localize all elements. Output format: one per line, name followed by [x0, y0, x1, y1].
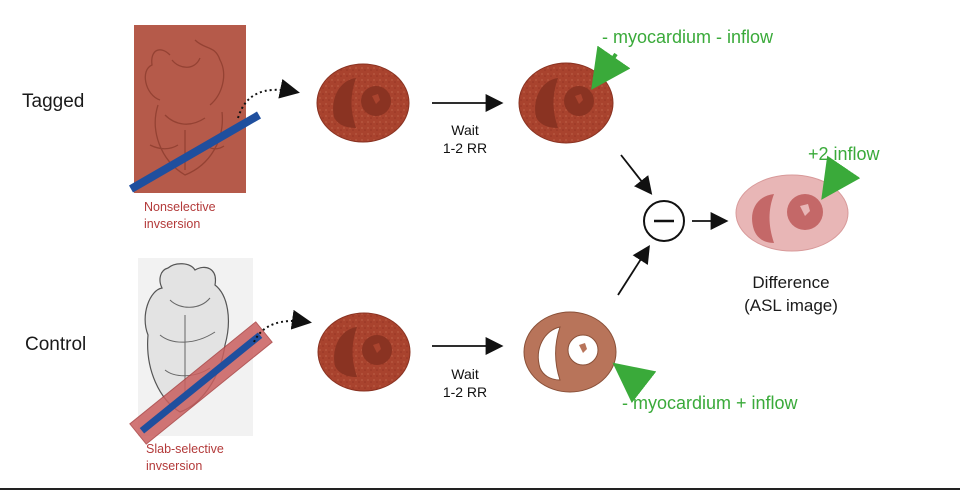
wait-bottom-line1: Wait: [451, 366, 479, 382]
dotted-arrow-control: [253, 309, 312, 343]
bottom-divider: [0, 488, 960, 501]
control-slice-2: [523, 311, 617, 393]
control-heart-image: [129, 258, 273, 445]
control-signal-annotation: - myocardium + inflow: [622, 393, 798, 413]
wait-top-line2: 1-2 RR: [442, 140, 488, 156]
tagged-heart-image: [128, 25, 262, 193]
asl-image-label: (ASL image): [744, 296, 838, 315]
nonselective-label-line1: Nonselective: [144, 200, 216, 214]
control-slice-1: [317, 312, 411, 392]
arrow-control-to-minus: [617, 244, 650, 296]
wait-top-line1: Wait: [451, 122, 479, 138]
arrow-tagged-to-minus: [620, 154, 653, 195]
dotted-arrow-tagged: [237, 78, 300, 119]
control-label: Control: [25, 334, 87, 355]
green-arrow-control: [612, 362, 657, 403]
tagged-label: Tagged: [22, 91, 85, 112]
green-arrow-tagged: [591, 45, 631, 90]
slab-selective-label-line2: invsersion: [146, 459, 203, 473]
green-arrow-difference: [821, 155, 861, 200]
tagged-slice-1: [316, 63, 410, 143]
subtraction-operator: [643, 200, 685, 242]
difference-slice: [735, 174, 849, 252]
nonselective-label-line2: invsersion: [144, 217, 201, 231]
difference-signal-annotation: +2 inflow: [808, 144, 880, 164]
tagged-slice-2: [518, 62, 614, 144]
slab-selective-label-line1: Slab-selective: [146, 442, 224, 456]
difference-label: Difference: [752, 273, 830, 292]
wait-bottom-line2: 1-2 RR: [442, 384, 488, 400]
tagged-signal-annotation: - myocardium - inflow: [602, 27, 774, 47]
